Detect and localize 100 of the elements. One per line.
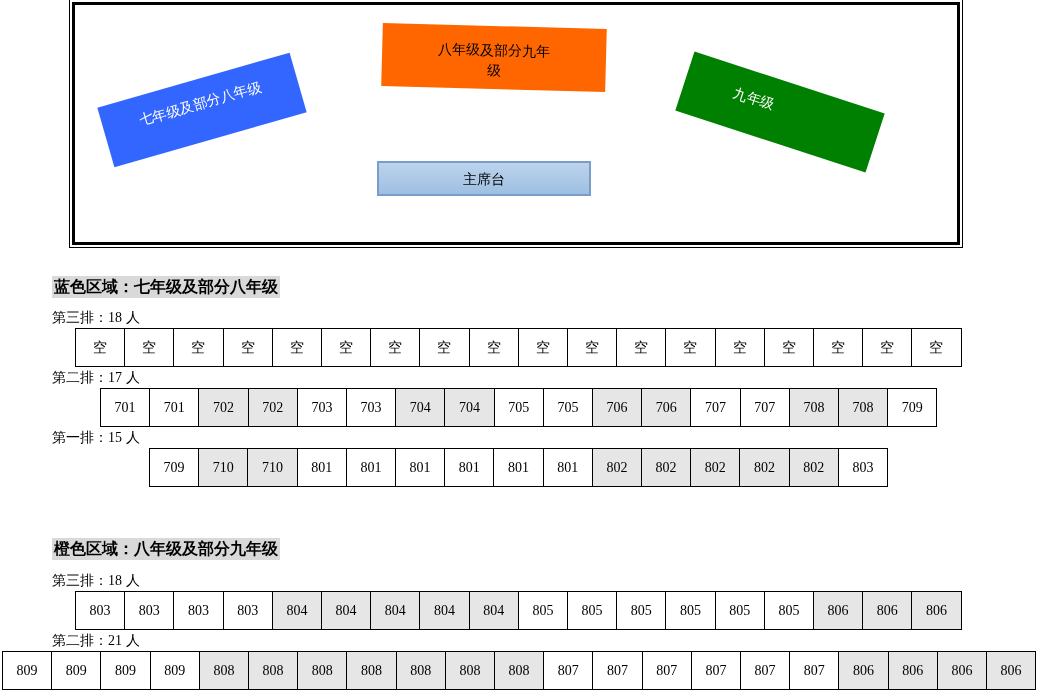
seat-cell: 807	[543, 651, 594, 690]
seat-cell: 806	[887, 651, 938, 690]
seat-cell: 805	[763, 591, 814, 630]
seat-cell: 808	[494, 651, 545, 690]
seat-cell: 702	[247, 388, 298, 427]
seating-area-block: 八年级及部分九年级	[381, 23, 607, 92]
seat-cell: 808	[198, 651, 249, 690]
seat-cell: 空	[517, 328, 568, 367]
seat-cell: 707	[739, 388, 790, 427]
seat-cell: 709	[149, 448, 200, 487]
seat-cell: 空	[124, 328, 175, 367]
seat-cell: 804	[370, 591, 421, 630]
seating-area-block: 九年级	[675, 51, 885, 173]
seat-cell: 空	[813, 328, 864, 367]
seat-cell: 809	[149, 651, 200, 690]
seat-cell: 709	[887, 388, 938, 427]
seat-cell: 710	[198, 448, 249, 487]
seat-cell: 空	[567, 328, 618, 367]
row-label: 第一排：15 人	[52, 429, 140, 447]
seat-cell: 809	[51, 651, 102, 690]
section-heading: 蓝色区域：七年级及部分八年级	[52, 276, 280, 298]
seat-cell: 803	[124, 591, 175, 630]
seat-cell: 808	[248, 651, 299, 690]
seat-cell: 空	[714, 328, 765, 367]
seat-cell: 空	[911, 328, 962, 367]
seat-cell: 809	[100, 651, 151, 690]
seat-cell: 804	[468, 591, 519, 630]
seat-cell: 空	[222, 328, 273, 367]
seat-cell: 806	[813, 591, 864, 630]
seat-cell: 802	[739, 448, 790, 487]
seat-cell: 707	[690, 388, 741, 427]
seat-cell: 806	[986, 651, 1037, 690]
seat-cell: 空	[271, 328, 322, 367]
seat-cell: 801	[444, 448, 495, 487]
seat-cell: 702	[198, 388, 249, 427]
seat-cell: 805	[517, 591, 568, 630]
seat-cell: 808	[297, 651, 348, 690]
seat-cell: 807	[592, 651, 643, 690]
seat-cell: 808	[395, 651, 446, 690]
seat-cell: 804	[419, 591, 470, 630]
seat-cell: 801	[542, 448, 593, 487]
seat-cell: 801	[395, 448, 446, 487]
seat-cell: 807	[690, 651, 741, 690]
seat-cell: 空	[173, 328, 224, 367]
seat-cell: 805	[616, 591, 667, 630]
seat-cell: 807	[740, 651, 791, 690]
seat-cell: 704	[395, 388, 446, 427]
seat-cell: 703	[346, 388, 397, 427]
seat-cell: 空	[370, 328, 421, 367]
seat-cell: 801	[493, 448, 544, 487]
seat-cell: 空	[75, 328, 126, 367]
seat-cell: 703	[296, 388, 347, 427]
seat-cell: 804	[271, 591, 322, 630]
venue-frame	[72, 2, 960, 245]
seat-cell: 807	[641, 651, 692, 690]
seat-cell: 710	[247, 448, 298, 487]
seat-cell: 801	[345, 448, 396, 487]
seat-cell: 806	[862, 591, 913, 630]
seat-cell: 705	[493, 388, 544, 427]
seat-cell: 708	[838, 388, 889, 427]
row-label: 第二排：17 人	[52, 369, 140, 387]
seat-cell: 空	[468, 328, 519, 367]
seat-cell: 808	[346, 651, 397, 690]
seat-cell: 803	[75, 591, 126, 630]
seat-cell: 空	[763, 328, 814, 367]
seat-cell: 805	[714, 591, 765, 630]
seat-cell: 802	[641, 448, 692, 487]
seat-cell: 706	[641, 388, 692, 427]
row-label: 第三排：18 人	[52, 309, 140, 327]
seat-cell: 704	[444, 388, 495, 427]
seating-area-block: 七年级及部分八年级	[97, 52, 307, 168]
seat-cell: 701	[100, 388, 151, 427]
seat-cell: 空	[616, 328, 667, 367]
seat-cell: 802	[591, 448, 642, 487]
seat-cell: 807	[789, 651, 840, 690]
rostrum-box: 主席台	[377, 161, 591, 196]
section-heading: 橙色区域：八年级及部分九年级	[52, 538, 280, 560]
row-label: 第三排：18 人	[52, 572, 140, 590]
seat-cell: 805	[567, 591, 618, 630]
seat-cell: 空	[419, 328, 470, 367]
seat-cell: 空	[862, 328, 913, 367]
row-label: 第二排：21 人	[52, 632, 140, 650]
seat-cell: 701	[149, 388, 200, 427]
seat-cell: 804	[321, 591, 372, 630]
seat-cell: 801	[296, 448, 347, 487]
seat-cell: 705	[542, 388, 593, 427]
seat-cell: 806	[838, 651, 889, 690]
seat-cell: 802	[690, 448, 741, 487]
seat-cell: 803	[837, 448, 888, 487]
seat-cell: 805	[665, 591, 716, 630]
seat-cell: 706	[592, 388, 643, 427]
seat-cell: 708	[788, 388, 839, 427]
seat-cell: 808	[444, 651, 495, 690]
seat-cell: 803	[222, 591, 273, 630]
seat-cell: 空	[321, 328, 372, 367]
seat-cell: 803	[173, 591, 224, 630]
seat-cell: 809	[2, 651, 53, 690]
seat-cell: 806	[936, 651, 987, 690]
seat-cell: 802	[788, 448, 839, 487]
seat-cell: 806	[911, 591, 962, 630]
